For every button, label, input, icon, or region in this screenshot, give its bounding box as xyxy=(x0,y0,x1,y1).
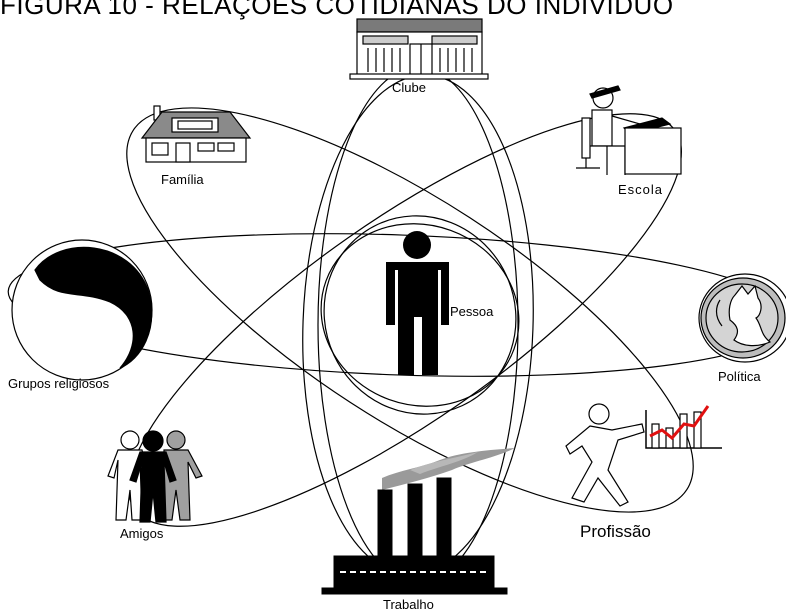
label-trabalho: Trabalho xyxy=(383,597,434,612)
person-icon xyxy=(386,231,449,375)
yin-yang-icon xyxy=(11,239,153,381)
label-grupos-religiosos: Grupos religiosos xyxy=(8,376,110,391)
worker-chart-icon xyxy=(565,403,722,507)
label-profissao: Profissão xyxy=(580,522,651,541)
building-icon xyxy=(349,18,489,80)
student-desk-icon xyxy=(576,85,682,175)
house-icon xyxy=(140,105,252,163)
label-clube: Clube xyxy=(392,80,426,95)
label-amigos: Amigos xyxy=(120,526,164,541)
orbit-inner-1 xyxy=(320,223,520,407)
orbit-inner-2 xyxy=(323,215,517,415)
page-title: FIGURA 10 - RELAÇÕES COTIDIANAS DO INDIV… xyxy=(0,0,674,20)
label-pessoa: Pessoa xyxy=(450,304,494,319)
orbit-grupos-politica xyxy=(7,233,786,377)
label-escola: Escola xyxy=(618,182,664,197)
label-familia: Família xyxy=(161,172,204,187)
label-politica: Política xyxy=(718,369,761,384)
orbit-familia-profissao xyxy=(126,107,694,513)
friends-group-icon xyxy=(107,430,203,523)
factory-icon xyxy=(321,448,515,595)
coin-queen-icon xyxy=(698,273,786,363)
